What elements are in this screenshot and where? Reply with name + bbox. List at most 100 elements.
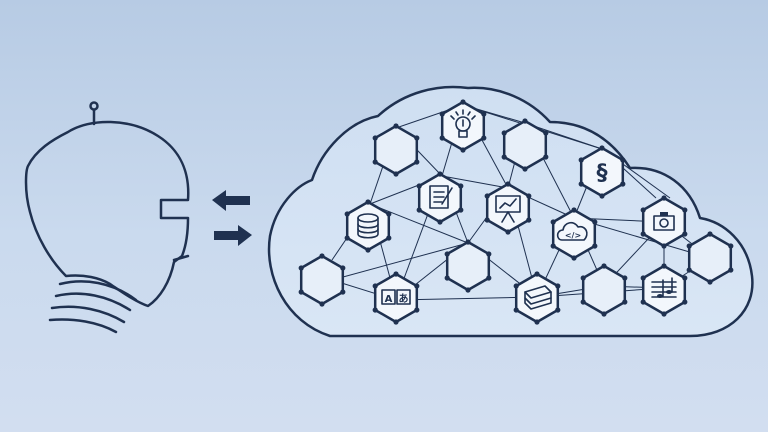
hex-empty-1 — [373, 124, 419, 176]
network-node — [686, 267, 692, 273]
network-node — [437, 219, 443, 225]
network-node — [298, 265, 304, 271]
network-node — [372, 307, 378, 313]
network-node — [682, 299, 688, 305]
network-node — [465, 287, 471, 293]
network-node — [571, 207, 577, 213]
arrow-left-icon — [212, 190, 250, 211]
network-node — [682, 207, 688, 213]
network-node — [622, 275, 628, 281]
network-node — [344, 211, 350, 217]
network-node — [640, 207, 646, 213]
network-node — [601, 263, 607, 269]
network-node — [416, 207, 422, 213]
camera-icon — [653, 212, 675, 231]
network-node — [513, 307, 519, 313]
network-node — [416, 183, 422, 189]
hex-music — [641, 264, 687, 316]
network-node — [620, 157, 626, 163]
network-node — [550, 219, 556, 225]
network-node — [393, 319, 399, 325]
lightbulb-icon — [450, 109, 476, 138]
network-node — [386, 211, 392, 217]
network-node — [439, 135, 445, 141]
network-node — [439, 111, 445, 117]
network-node — [550, 243, 556, 249]
code-glyph: </> — [565, 231, 581, 240]
hex-database — [345, 200, 391, 252]
translate-left-glyph: A — [385, 294, 393, 305]
network-node — [534, 271, 540, 277]
network-node — [661, 243, 667, 249]
network-node — [522, 166, 528, 172]
network-node — [599, 145, 605, 151]
network-node — [707, 231, 713, 237]
network-node — [640, 275, 646, 281]
network-node — [526, 217, 532, 223]
presentation-chart-icon — [495, 195, 521, 223]
network-node — [578, 157, 584, 163]
network-node — [486, 251, 492, 257]
network-node — [365, 199, 371, 205]
network-node — [319, 253, 325, 259]
network-node — [465, 239, 471, 245]
network-node — [501, 130, 507, 136]
network-node — [486, 275, 492, 281]
network-node — [555, 283, 561, 289]
network-node — [319, 301, 325, 307]
network-node — [682, 231, 688, 237]
network-node — [444, 275, 450, 281]
network-node — [414, 283, 420, 289]
network-node — [437, 171, 443, 177]
cloud-code-icon: </> — [556, 221, 588, 241]
network-node — [640, 299, 646, 305]
network-node — [414, 135, 420, 141]
network-node — [661, 195, 667, 201]
document-edit-icon — [429, 185, 453, 209]
hex-presentation — [485, 182, 531, 234]
network-node — [298, 289, 304, 295]
network-node — [543, 154, 549, 160]
books-icon — [524, 285, 552, 310]
network-node — [444, 251, 450, 257]
music-sheet-icon — [651, 277, 677, 298]
network-node — [460, 99, 466, 105]
network-node — [686, 243, 692, 249]
network-node — [728, 243, 734, 249]
network-node — [661, 311, 667, 317]
network-node — [555, 307, 561, 313]
network-node — [501, 154, 507, 160]
network-node — [728, 267, 734, 273]
network-node — [372, 135, 378, 141]
network-node — [620, 181, 626, 187]
network-node — [580, 275, 586, 281]
network-node — [707, 279, 713, 285]
network-node — [484, 193, 490, 199]
network-node — [522, 118, 528, 124]
hex-empty-5 — [445, 240, 491, 292]
translate-icon: A あ — [381, 289, 411, 305]
network-node — [505, 229, 511, 235]
network-node — [340, 289, 346, 295]
database-icon — [357, 213, 379, 239]
hex-empty-6 — [581, 264, 627, 316]
network-node — [601, 311, 607, 317]
network-node — [661, 263, 667, 269]
network-node — [414, 307, 420, 313]
network-node — [622, 299, 628, 305]
network-node — [543, 130, 549, 136]
hex-camera — [641, 196, 687, 248]
network-node — [372, 159, 378, 165]
hex-empty-2 — [502, 119, 548, 171]
section-sign-glyph: § — [597, 161, 608, 186]
network-node — [393, 271, 399, 277]
network-node — [372, 283, 378, 289]
network-node — [365, 247, 371, 253]
robot-head-icon — [24, 101, 190, 334]
hex-empty-4 — [299, 254, 345, 306]
network-node — [481, 111, 487, 117]
network-node — [592, 243, 598, 249]
network-node — [682, 275, 688, 281]
network-node — [513, 283, 519, 289]
network-node — [578, 181, 584, 187]
